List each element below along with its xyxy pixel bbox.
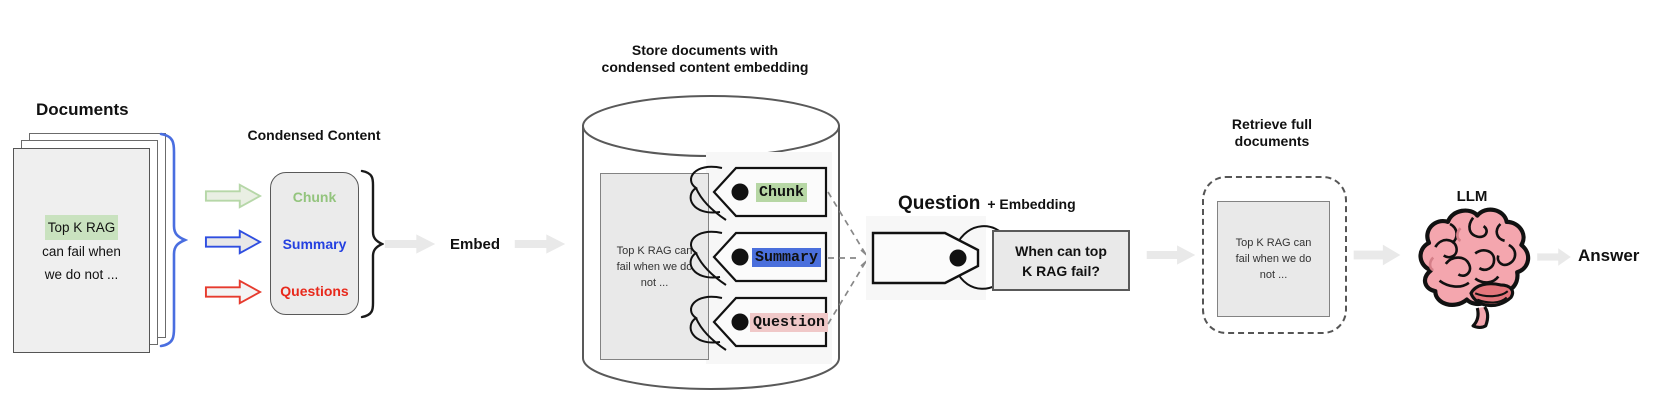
question-title: Question + Embedding (898, 193, 1138, 215)
condensed-content-box: Chunk Summary Questions (270, 172, 359, 315)
answer-arrow-icon (1537, 248, 1571, 266)
document-text-line2: can fail when (42, 244, 121, 259)
store-title-line2: condensed content embedding (601, 59, 809, 75)
query-text-box: When can top K RAG fail? (992, 230, 1130, 291)
store-doc-line1: Top K RAG can (616, 244, 693, 257)
retrieve-arrow-icon (1146, 245, 1196, 265)
tag-string-chunk-icon (689, 165, 727, 221)
store-doc-line2: fail when we do (616, 260, 693, 273)
retrieve-doc-line2: fail when we do (1235, 253, 1312, 265)
documents-title: Documents (36, 100, 129, 119)
query-line1: When can top (1015, 242, 1107, 259)
chunk-arrow-icon (204, 183, 262, 209)
question-title-main: Question (898, 193, 981, 214)
retrieve-document: Top K RAG can fail when we do not ... (1217, 201, 1330, 317)
document-page-front: Top K RAG can fail when we do not ... (13, 148, 150, 353)
retrieve-dashed-box (1202, 176, 1347, 334)
store-tag-question-label: Question (750, 312, 829, 332)
retrieve-doc-line3: not ... (1259, 269, 1288, 281)
retrieve-doc-line1: Top K RAG can (1235, 237, 1312, 249)
store-title: Store documents with condensed content e… (555, 42, 855, 76)
condensed-item-summary: Summary (282, 235, 347, 252)
question-title-suffix: + Embedding (987, 196, 1076, 212)
document-text-line3: we do not ... (44, 267, 119, 282)
store-tag-chunk: Chunk (710, 166, 828, 218)
condensed-content-title: Condensed Content (247, 127, 381, 143)
llm-label: LLM (1456, 188, 1488, 205)
documents-brace-icon (159, 132, 188, 348)
store-title-line1: Store documents with (631, 42, 779, 58)
retrieve-title: Retrieve full documents (1206, 116, 1338, 150)
tag-string-summary-icon (689, 230, 727, 286)
store-tag-summary-label: Summary (752, 247, 822, 267)
questions-arrow-icon (204, 279, 262, 305)
llm-arrow-icon (1353, 244, 1401, 266)
embed-arrow-right-icon (514, 234, 566, 254)
store-tag-chunk-label: Chunk (756, 182, 808, 202)
store-tag-summary: Summary (710, 231, 828, 283)
condensed-brace-icon (360, 169, 384, 319)
store-tag-question: Question (710, 296, 829, 348)
retrieve-title-line2: documents (1234, 133, 1310, 149)
answer-label: Answer (1578, 246, 1640, 265)
retrieve-title-line1: Retrieve full (1231, 116, 1313, 132)
summary-arrow-icon (204, 229, 262, 255)
query-line2: K RAG fail? (1022, 262, 1100, 279)
document-highlight-text: Top K RAG (44, 215, 119, 240)
tag-string-question-icon (689, 295, 727, 351)
condensed-item-questions: Questions (280, 282, 349, 299)
query-tag-icon (871, 231, 980, 285)
brain-icon (1418, 207, 1531, 329)
embed-label: Embed (449, 236, 500, 253)
store-doc-line3: not ... (640, 276, 669, 289)
condensed-item-chunk: Chunk (292, 188, 337, 205)
embed-arrow-left-icon (384, 234, 436, 254)
